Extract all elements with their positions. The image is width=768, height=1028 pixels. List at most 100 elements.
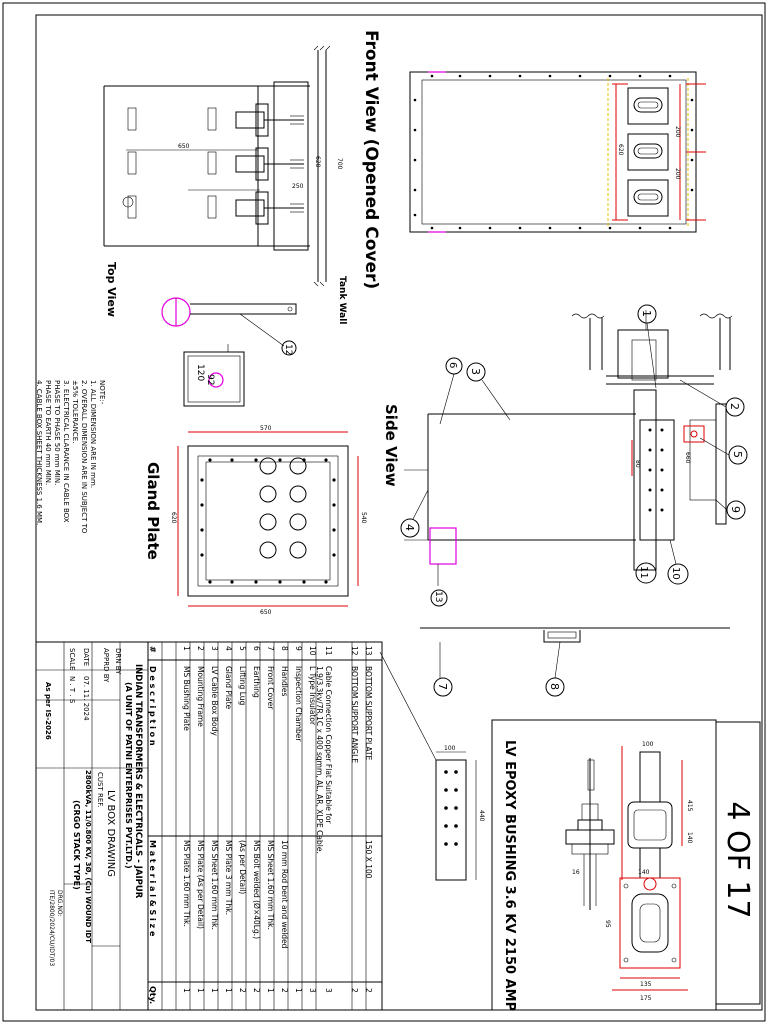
bom-cell-qty: 1 — [266, 988, 275, 993]
bom-cell-no: 4 — [224, 646, 233, 651]
bom-cell-no: 9 — [294, 646, 303, 651]
top-view-title: Top View — [105, 262, 118, 317]
svg-text:3: 3 — [469, 368, 482, 375]
bom-cell-desc: Handles — [280, 666, 289, 696]
bom-cell-qty: 1 — [210, 988, 219, 993]
note-line-3: ±5% TOLERANCE. — [71, 380, 79, 443]
dim-top-700: 700 — [336, 158, 343, 170]
svg-text:4: 4 — [403, 524, 416, 531]
dim-front-200a: 200 — [674, 126, 681, 138]
bom-cell-desc: Lifting Lug — [238, 666, 247, 705]
balloon-13: 13 — [430, 589, 448, 607]
top-bushing-1 — [127, 103, 304, 137]
bushing-front-elevation: 100 415 140 — [621, 741, 693, 891]
bom-cell-no: 7 — [266, 646, 275, 651]
core-type: (CRGO STACK TYPE) — [72, 800, 81, 890]
drawing-title: LV BOX DRAWING — [105, 790, 116, 877]
dim-top-620: 620 — [314, 156, 321, 168]
bom-cell-qty: 3 — [308, 988, 317, 993]
dim-bush-16: 16 — [572, 869, 580, 876]
bom-cell-desc: Mounting Frame — [196, 666, 205, 727]
note-line-2: 2. OVERALL DIMENSION ARE IN SUBJECT TO — [80, 380, 88, 534]
busbar-detail: 100 440 — [379, 651, 485, 881]
sheet-number-box: 4 OF 17 — [715, 721, 761, 1005]
svg-text:6: 6 — [447, 362, 458, 368]
bom-cell-desc: Cable Connection Copper Flat Suitable fo… — [315, 666, 333, 854]
svg-text:1: 1 — [640, 310, 653, 317]
company-sub: (A UNIT OF PATNI ENTERPRISES PVT.LTD.) — [124, 682, 133, 869]
bom-cell-qty: 1 — [196, 988, 205, 993]
front-view-bolts — [413, 74, 694, 230]
busbar-holes — [444, 770, 458, 846]
bom-cell-desc: Inspection Chamber — [294, 666, 303, 742]
dim-busbar-440: 440 — [478, 810, 485, 822]
note-line-4: 3. ELECTRICAL CLARANCE IN CABLE BOX — [62, 380, 70, 523]
bom-cell-desc: BOTTOM SUPPORT ANGLE — [350, 666, 359, 763]
company-name: INDIAN TRANSFORMERS & ELECTRICALS - JAIP… — [133, 664, 143, 899]
top-bushing-3 — [127, 191, 304, 225]
svg-text:7: 7 — [436, 683, 449, 690]
gland-plate-title: Gland Plate — [144, 462, 162, 560]
dim-gland-570: 570 — [260, 425, 272, 432]
bushing-side-elevation: 16 — [565, 758, 615, 910]
bom-header-qty: Qty. — [148, 986, 157, 1004]
drawing-no: ITE/2800/2024/CU/IDT/03 — [48, 890, 55, 966]
bom-cell-no: 3 — [210, 646, 219, 651]
front-bushing-2 — [627, 133, 669, 171]
dim-busbar-100: 100 — [444, 745, 456, 752]
bom-header-desc: D e s c r i p t i o n — [148, 666, 157, 746]
date-value: 07. 11. 2024 — [82, 676, 90, 721]
dim-side-80: 80 — [634, 460, 641, 468]
dim-lug-92: 92 — [205, 374, 215, 385]
inner-border — [35, 14, 763, 1011]
scale-value: N . T . S — [68, 676, 76, 704]
gland-plate-bolts — [200, 458, 336, 584]
rating-text: 2800kVA, 11/0.800 KV, 3Ø, (Cu) WOUND IDT — [84, 770, 92, 943]
bom-cell-desc: Gland Plate — [224, 666, 233, 710]
bom-cell-mat: 10 mm Rod bent and welded — [280, 840, 289, 949]
balloon-7: 7 — [433, 642, 453, 697]
balloon-group: 1 2 3 4 5 6 7 8 9 10 11 13 — [400, 304, 748, 697]
svg-text:9: 9 — [729, 506, 742, 513]
bom-cell-mat: MS Plate 3 mm Thk. — [224, 840, 233, 915]
balloon-9: 9 — [715, 499, 746, 520]
bom-cell-mat: MS Bolt welded (Ø×40Lg.) — [252, 840, 261, 939]
bom-header-mat: M a t e r i a l & S i z e — [148, 840, 157, 937]
bom-cell-no: 5 — [238, 646, 247, 651]
bom-cell-desc: BOTTOM SUPPORT PLATE — [364, 666, 373, 761]
svg-text:5: 5 — [731, 451, 744, 458]
title-block: INDIAN TRANSFORMERS & ELECTRICALS - JAIP… — [35, 641, 149, 1011]
balloon-12: 12 — [283, 344, 293, 355]
bom-cell-no: 13 — [364, 646, 373, 656]
front-bushing-1 — [627, 87, 669, 125]
bom-cell-qty: 2 — [364, 988, 373, 993]
bom-cell-qty: 1 — [182, 988, 191, 993]
lifting-lug-detail: 12 120 92 — [161, 297, 297, 407]
bom-cell-desc: Earthing — [252, 666, 261, 698]
balloon-11: 11 — [635, 562, 657, 584]
drn-by-label: DRN BY — [114, 648, 122, 675]
bom-cell-no: 10 — [308, 646, 317, 656]
balloon-6: 6 — [439, 357, 463, 425]
balloon-1: 1 — [637, 304, 657, 389]
tank-wall-label: Tank Wall — [337, 276, 347, 324]
bom-cell-qty: 3 — [324, 988, 333, 993]
dim-bush-175: 175 — [640, 995, 652, 1002]
balloon-10: 10 — [667, 539, 689, 585]
bom-cell-no: 1 — [182, 646, 191, 651]
appd-by-label: APPRD BY — [102, 648, 110, 683]
top-bushing-2 — [127, 147, 304, 181]
note-line-5: PHASE TO PHASE 50 mm MIN. — [53, 380, 61, 485]
bom-cell-qty: 2 — [280, 988, 289, 993]
balloon-8: 8 — [545, 641, 565, 697]
gland-plate-view: Gland Plate 570 650 620 540 — [144, 425, 367, 616]
date-label: DATE — [82, 648, 90, 666]
bom-cell-qty: 2 — [350, 988, 359, 993]
svg-text:2: 2 — [728, 403, 741, 410]
bom-cell-mat: MS Plate (As per Detail) — [196, 840, 205, 929]
svg-text:13: 13 — [433, 591, 443, 602]
cust-ref-label: CUST REF. — [96, 772, 104, 807]
balloon-3: 3 — [466, 362, 511, 421]
